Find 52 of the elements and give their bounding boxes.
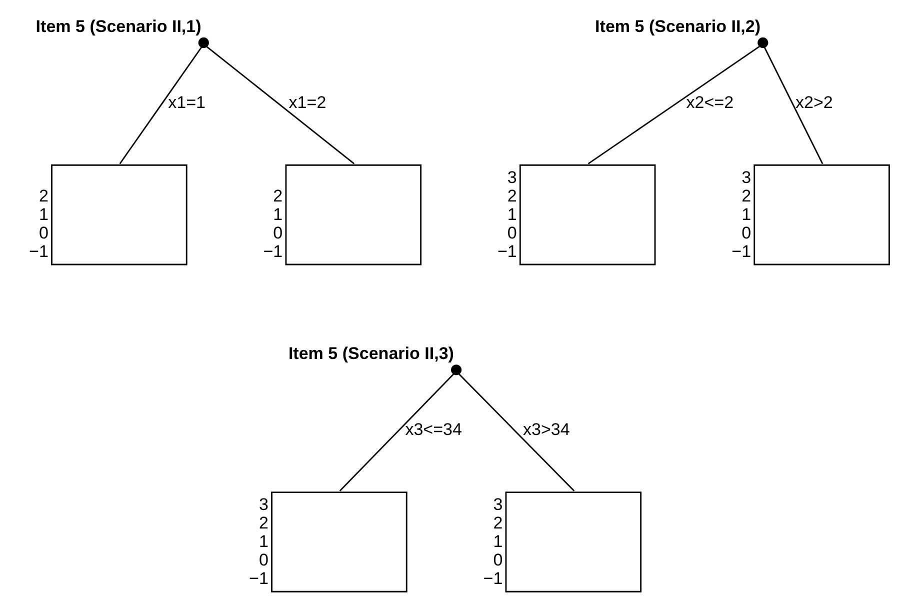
node-label: 2 xyxy=(273,186,283,205)
node-label: 2 xyxy=(258,513,268,532)
connector xyxy=(588,45,760,164)
node-label: 2 xyxy=(493,513,503,532)
node-label: 1 xyxy=(742,204,752,224)
node-box xyxy=(285,164,422,265)
edge-label: x2<=2 xyxy=(686,92,734,112)
node-label: Item 5 (Scenario II,1) xyxy=(36,16,202,36)
node-label: 0 xyxy=(493,550,503,570)
node-label: Item 5 (Scenario II,3) xyxy=(288,344,454,363)
connector xyxy=(764,46,824,164)
edge-label: x3>34 xyxy=(523,419,570,438)
node-label: 0 xyxy=(38,222,48,242)
node-label: 3 xyxy=(742,168,752,187)
node-label: 0 xyxy=(507,222,517,242)
connector xyxy=(458,372,575,491)
node-circle xyxy=(450,364,462,375)
node-box xyxy=(754,164,890,265)
node-label: 3 xyxy=(507,168,517,187)
connector xyxy=(206,46,355,164)
node-box xyxy=(51,164,188,265)
node-label: −1 xyxy=(732,241,752,260)
node-label: 0 xyxy=(742,222,752,242)
node-circle xyxy=(758,36,768,48)
node-label: 2 xyxy=(38,186,48,205)
node-label: 0 xyxy=(258,550,268,570)
node-box xyxy=(505,491,642,592)
node-label: 3 xyxy=(258,494,268,514)
node-label: 1 xyxy=(38,204,48,224)
edge-label: x1=1 xyxy=(168,92,206,112)
node-label: 1 xyxy=(493,532,503,551)
node-label: 1 xyxy=(258,532,268,551)
node-label: 0 xyxy=(273,222,283,242)
edge-label: x1=2 xyxy=(288,92,326,112)
edge-label: x3<=34 xyxy=(405,419,462,438)
node-label: −1 xyxy=(483,568,503,588)
node-label: −1 xyxy=(263,241,283,260)
node-label: Item 5 (Scenario II,2) xyxy=(595,16,761,36)
node-label: −1 xyxy=(249,568,268,588)
node-box xyxy=(271,491,408,592)
node-label: 2 xyxy=(507,186,517,205)
connector xyxy=(339,372,454,491)
edge-label: x2>2 xyxy=(796,92,833,112)
node-label: −1 xyxy=(29,241,48,260)
node-label: 1 xyxy=(273,204,283,224)
node-label: 3 xyxy=(493,494,503,514)
node-label: 2 xyxy=(742,186,752,205)
connector xyxy=(119,46,202,164)
node-box xyxy=(519,164,656,265)
node-circle xyxy=(198,36,209,48)
node-label: −1 xyxy=(497,241,517,260)
node-label: 1 xyxy=(507,204,517,224)
